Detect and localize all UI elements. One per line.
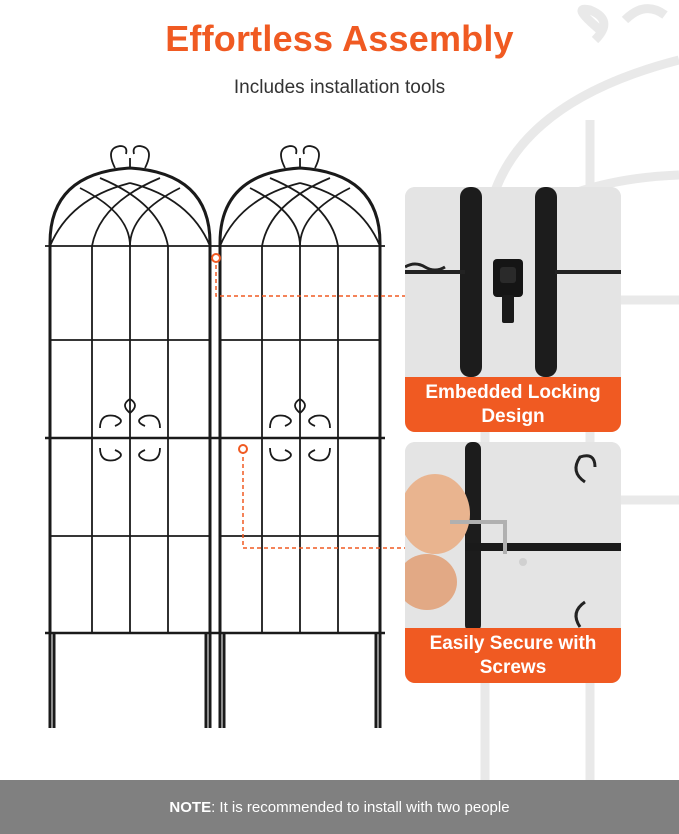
feature-card-locking: Embedded Locking Design <box>405 187 621 432</box>
note-text: : It is recommended to install with two … <box>211 798 510 816</box>
page-title: Effortless Assembly <box>165 18 514 59</box>
locking-joint-photo <box>405 187 621 377</box>
page-subtitle: Includes installation tools <box>233 77 446 98</box>
feature-caption-screws: Easily Secure with Screws <box>405 628 621 683</box>
trellis-panels-illustration <box>45 145 385 728</box>
screw-installation-photo <box>405 442 621 632</box>
feature-card-screws: Easily Secure with Screws <box>405 442 621 683</box>
footer-note: NOTE: It is recommended to install with … <box>0 780 679 834</box>
feature-caption-locking: Embedded Locking Design <box>405 377 621 432</box>
note-label: NOTE <box>169 798 212 816</box>
